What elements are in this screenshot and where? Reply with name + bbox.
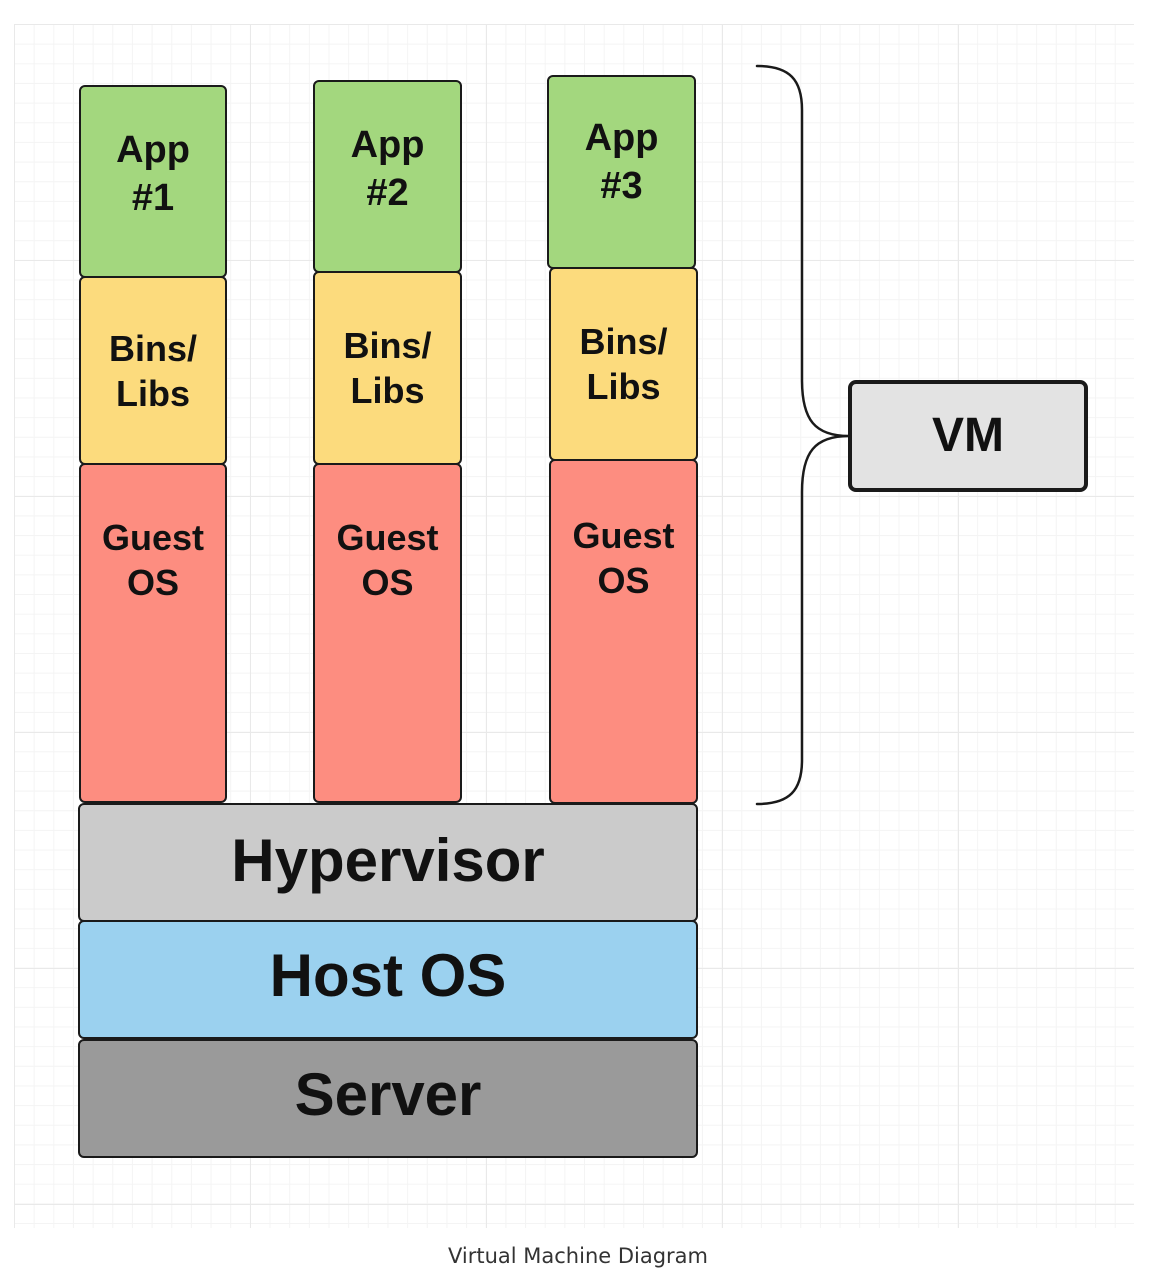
host-os-layer: Host OS (78, 920, 698, 1039)
guest-os-2-block: Guest OS (313, 463, 462, 803)
diagram-caption: Virtual Machine Diagram (447, 1244, 709, 1268)
bins-libs-3-label: Bins/ Libs (579, 321, 668, 407)
vm-label: VM (932, 409, 1004, 462)
app-3-block: App #3 (547, 75, 696, 269)
hypervisor-label: Hypervisor (231, 827, 545, 894)
guest-os-3-label: Guest OS (572, 515, 675, 601)
vm-label-box: VM (848, 380, 1088, 492)
host-os-label: Host OS (269, 942, 507, 1009)
app-1-block: App #1 (79, 85, 227, 278)
app-3-label: App #3 (584, 117, 659, 207)
guest-os-1-block: Guest OS (79, 463, 227, 803)
bins-libs-1-block: Bins/ Libs (79, 276, 227, 465)
guest-os-2-label: Guest OS (336, 517, 439, 603)
bins-libs-2-block: Bins/ Libs (313, 271, 462, 465)
bins-libs-3-block: Bins/ Libs (549, 267, 698, 461)
guest-os-3-block: Guest OS (549, 459, 698, 804)
server-layer: Server (78, 1039, 698, 1158)
app-1-label: App #1 (116, 129, 190, 219)
server-label: Server (294, 1061, 482, 1128)
bins-libs-1-label: Bins/ Libs (108, 327, 197, 414)
guest-os-1-label: Guest OS (101, 517, 205, 603)
bins-libs-2-label: Bins/ Libs (343, 325, 432, 411)
app-2-label: App #2 (350, 124, 425, 214)
